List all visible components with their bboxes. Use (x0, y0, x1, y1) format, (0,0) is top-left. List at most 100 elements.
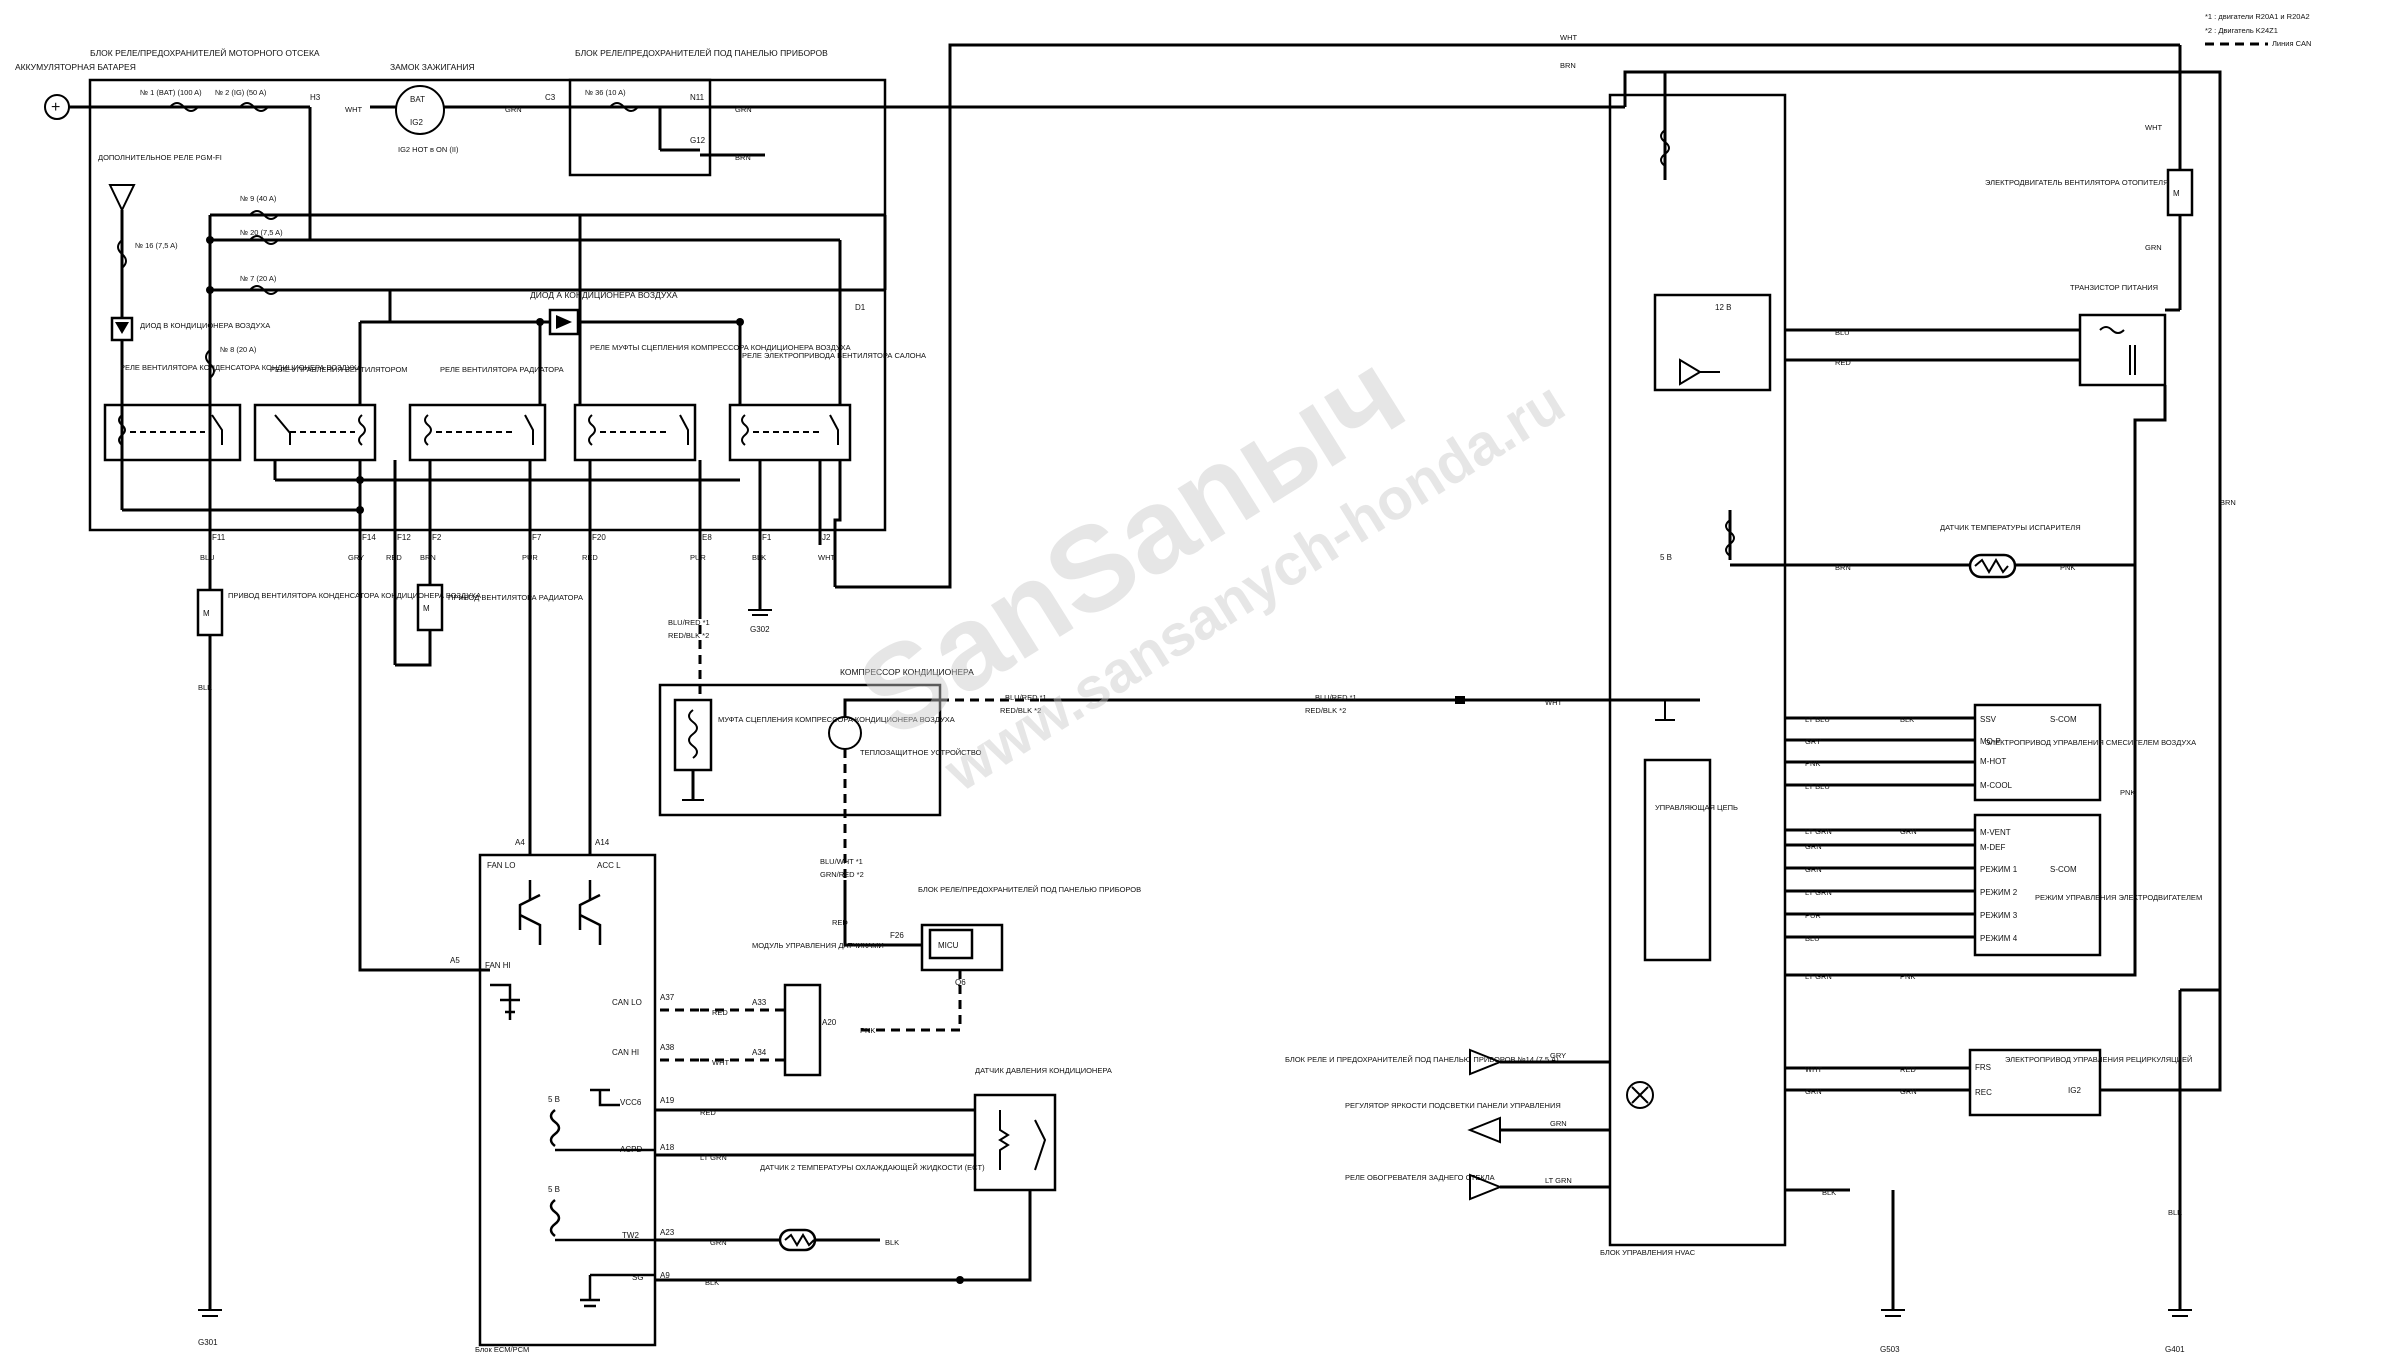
pin-g12: G12 (690, 136, 706, 145)
wire-blu-red-3: BLU/RED *1 (1315, 693, 1357, 702)
pin-a34: A34 (752, 1048, 767, 1057)
pressure-sensor: ДАТЧИК ДАВЛЕНИЯ КОНДИЦИОНЕРА (956, 1066, 1112, 1284)
pin-m-hot: M-HOT (1980, 757, 2006, 766)
ecm-label: Блок ECM/PCM (475, 1345, 529, 1354)
wire-pnk-5: PNK (2120, 788, 2135, 797)
pin-ig2: IG2 (410, 118, 423, 127)
pin-m-def: M-DEF (1980, 843, 2005, 852)
wire-red-4: RED (712, 1008, 728, 1017)
pin-rec: REC (1975, 1088, 1992, 1097)
relay-radiator-fan (408, 403, 547, 462)
wire-grn-6: GRN (1900, 827, 1917, 836)
pin-a23: A23 (660, 1228, 675, 1237)
wire-blu-1: BLU (200, 553, 215, 562)
pin-f7: F7 (532, 533, 542, 542)
wire-blk-4: BLK (885, 1238, 899, 1247)
ig2-hot-label: IG2 HOT в ON (II) (398, 145, 459, 154)
ignition-switch-symbol (395, 85, 445, 135)
wire-pnk-1: PNK (860, 1026, 875, 1035)
hvac-label: БЛОК УПРАВЛЕНИЯ HVAC (1600, 1248, 1696, 1257)
indicator-lamp-icon (1626, 1081, 1654, 1109)
pin-can-hi: CAN HI (612, 1048, 639, 1057)
rear-defog-label: РЕЛЕ ОБОГРЕВАТЕЛЯ ЗАДНЕГО СТЕКЛА (1345, 1173, 1495, 1182)
wire-blu-wht: BLU/WHT *1 (820, 857, 863, 866)
evap-sensor-label: ДАТЧИК ТЕМПЕРАТУРЫ ИСПАРИТЕЛЯ (1940, 523, 2081, 532)
wire-grn-1: GRN (505, 105, 522, 114)
pin-mode4: РЕЖИМ 4 (1980, 934, 2018, 943)
wire-blk-7: BLK (2168, 1208, 2182, 1217)
hvac-inputs: БЛОК РЕЛЕ И ПРЕДОХРАНИТЕЛЕЙ ПОД ПАНЕЛЬЮ … (1285, 1048, 1610, 1201)
pin-a38: A38 (660, 1043, 675, 1052)
power-transistor-label: ТРАНЗИСТОР ПИТАНИЯ (2070, 283, 2158, 292)
ignition-switch: ЗАМОК ЗАЖИГАНИЯ BAT IG2 IG2 HOT в ON (II… (370, 62, 580, 154)
pin-f12: F12 (397, 533, 411, 542)
ground-g503: G503 (1880, 1345, 1900, 1354)
pin-acc-l: ACC L (597, 861, 621, 870)
engine-fuse-box (88, 78, 887, 532)
mode-actuator-label: РЕЖИМ УПРАВЛЕНИЯ ЭЛЕКТРОДВИГАТЕЛЕМ (2035, 893, 2202, 902)
wire-red-3: RED (832, 918, 848, 927)
relay-cabin-drive (728, 403, 852, 462)
pin-j2: J2 (822, 533, 831, 542)
wire-lt-grn-2: LT GRN (1805, 827, 1832, 836)
dash-fuse-box2-label: БЛОК РЕЛЕ/ПРЕДОХРАНИТЕЛЕЙ ПОД ПАНЕЛЬЮ ПР… (918, 885, 1141, 894)
power-transistor-box (2078, 313, 2167, 387)
fuse-7-label: № 7 (20 A) (240, 274, 277, 283)
micu-outer (920, 923, 1004, 972)
wire-blu-3: BLU (1805, 934, 1820, 943)
pin-bat: BAT (410, 95, 425, 104)
recirc-actuator-label: ЭЛЕКТРОПРИВОД УПРАВЛЕНИЯ РЕЦИРКУЛЯЦИЕЙ (2005, 1055, 2192, 1064)
relay-row: РЕЛЕ ВЕНТИЛЯТОРА КОНДЕНСАТОРА КОНДИЦИОНЕ… (103, 215, 926, 587)
fuse-1-label: № 1 (BAT) (100 A) (140, 88, 202, 97)
power-transistor: ТРАНЗИСТОР ПИТАНИЯ (2070, 283, 2180, 565)
heater-fan-motor-label: ЭЛЕКТРОДВИГАТЕЛЬ ВЕНТИЛЯТОРА ОТОПИТЕЛЯ (1985, 178, 2169, 187)
fuse-2-symbol (239, 102, 269, 112)
pin-ssv: SSV (1980, 715, 1997, 724)
ground-g401: G401 (2165, 1345, 2185, 1354)
pressure-sensor-box (973, 1093, 1057, 1192)
dash-fuse-box-label: БЛОК РЕЛЕ/ПРЕДОХРАНИТЕЛЕЙ ПОД ПАНЕЛЬЮ ПР… (575, 47, 828, 58)
wire-grn-10: GRN (1550, 1119, 1567, 1128)
fuse-row-top: № 1 (BAT) (100 A) № 2 (IG) (50 A) H3 WHT (140, 88, 362, 114)
wire-gry-2: GRY (1805, 737, 1821, 746)
wire-pnk-4: PNK (1900, 972, 1915, 981)
wire-grn-7: GRN (1805, 1087, 1822, 1096)
fuse-36-label: № 36 (10 A) (585, 88, 626, 97)
pin-a18: A18 (660, 1143, 675, 1152)
wire-blk-2: BLK (198, 683, 212, 692)
wire-lt-grn-4: LT GRN (1805, 972, 1832, 981)
wire-grn-2: GRN (735, 105, 752, 114)
wire-wht-2: WHT (818, 553, 835, 562)
motor-m-2: M (423, 604, 430, 613)
dash-fuse-box-top: БЛОК РЕЛЕ/ПРЕДОХРАНИТЕЛЕЙ ПОД ПАНЕЛЬЮ ПР… (568, 47, 1625, 177)
mix-actuator-label: ЭЛЕКТРОПРИВОД УПРАВЛЕНИЯ СМЕСИТЕЛЕМ ВОЗД… (1985, 738, 2196, 747)
wire-red-7: RED (1900, 1065, 1916, 1074)
heater-fan-motor: WHT M ЭЛЕКТРОДВИГАТЕЛЬ ВЕНТИЛЯТОРА ОТОПИ… (1985, 123, 2194, 310)
compressor-box (658, 683, 942, 817)
extra-relay-label: ДОПОЛНИТЕЛЬНОЕ РЕЛЕ PGM-FI (98, 153, 222, 162)
antenna-icon (108, 184, 136, 213)
micu-label: MICU (938, 941, 959, 950)
diode-a: ДИОД А КОНДИЦИОНЕРА ВОЗДУХА (360, 290, 744, 336)
fuse-1-symbol (169, 102, 199, 112)
pin-mo-p: MO-P (1980, 737, 2001, 746)
engine-box-pins: F11 F14 F12 F2 F7 F20 E8 F1 J2 BLU GRY R… (200, 533, 835, 562)
wire-red-blk-2: RED/BLK *2 (1000, 706, 1041, 715)
pin-a4: A4 (515, 838, 525, 847)
control-circuit-label: УПРАВЛЯЮЩАЯ ЦЕПЬ (1655, 803, 1738, 812)
pin-f2: F2 (432, 533, 442, 542)
hvac-box (1608, 93, 1787, 1247)
wire-red-blk-3: RED/BLK *2 (1305, 706, 1346, 715)
pin-f1: F1 (762, 533, 772, 542)
micu-box: БЛОК РЕЛЕ/ПРЕДОХРАНИТЕЛЕЙ ПОД ПАНЕЛЬЮ ПР… (843, 885, 1141, 1032)
battery-plus-icon: + (51, 99, 60, 116)
relay-compressor-clutch (573, 403, 697, 462)
top-bus-wires: WHT BRN BRN (835, 33, 2236, 992)
pin-f26: F26 (890, 931, 904, 940)
wire-blk-6: BLK (1822, 1188, 1836, 1197)
wire-gry-3: GRY (1550, 1051, 1566, 1060)
fuse-16-label: № 16 (7,5 A) (135, 241, 178, 250)
wire-gry-1: GRY (348, 553, 364, 562)
wire-red-6: RED (1835, 358, 1851, 367)
input-triangle-1 (1469, 1048, 1503, 1076)
